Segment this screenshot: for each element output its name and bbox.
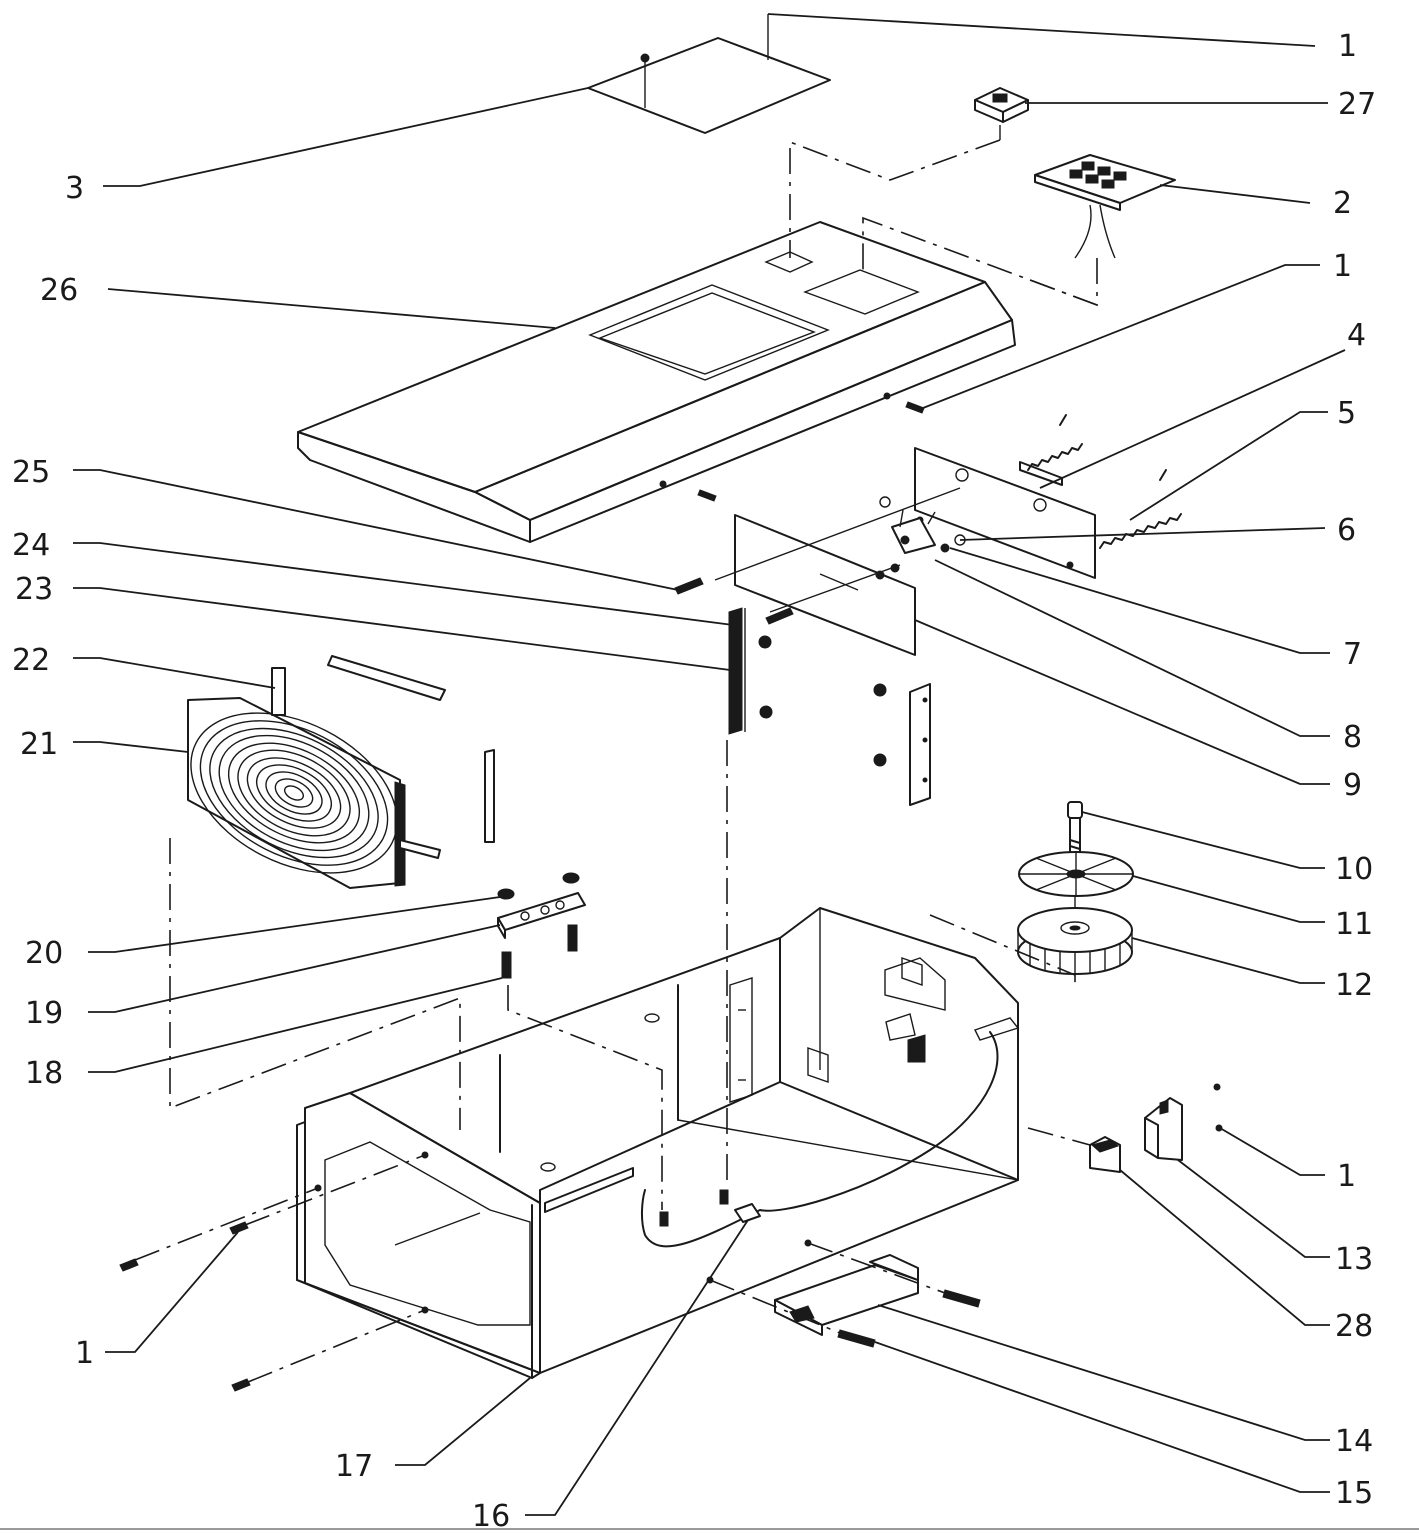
floor-pin-b [719,1189,729,1205]
callout-9: 9 [1343,768,1362,803]
callout-28: 28 [1335,1309,1373,1344]
leader-lines [73,13,1346,1516]
callout-5: 5 [1337,396,1356,431]
callout-10: 10 [1335,852,1373,887]
main-housing [296,907,1020,1379]
callout-27: 27 [1338,87,1376,122]
callout-12: 12 [1335,968,1373,1003]
foot-line-lower [709,1279,841,1334]
housing-screw-b [229,1221,249,1235]
spring-upper [1027,414,1083,471]
callout-4: 4 [1347,318,1366,353]
callout-labels: 1 27 3 2 26 1 4 5 25 6 24 23 7 22 21 8 9… [12,29,1376,1533]
hinge-assembly [497,872,586,979]
right-rail-nut-upper [873,683,887,697]
top-cover-screw-left [697,489,717,502]
callout-24: 24 [12,528,50,563]
callout-25: 25 [12,455,50,490]
screw-line-left-a [134,1187,319,1261]
callout-6: 6 [1337,513,1356,548]
clip-screw-lower [1215,1124,1223,1132]
hinge-assembly-line [507,985,663,1210]
grid-assembly-line [169,838,461,1130]
fan-assembly-line [929,914,1076,985]
foot-line-upper [807,1242,946,1294]
callout-14: 14 [1335,1424,1373,1459]
fan-disc [1018,851,1134,897]
cover-dash [1029,279,1098,306]
callout-11: 11 [1335,907,1373,942]
callout-13: 13 [1335,1242,1373,1277]
callout-8: 8 [1343,720,1362,755]
callout-1-front: 1 [75,1336,94,1371]
screw-line-left-c [247,1309,426,1383]
housing-screw-c [231,1378,251,1392]
heating-grid [187,697,406,889]
long-screw-2 [765,607,794,625]
rocker-switch [974,87,1029,140]
right-rail [909,683,931,806]
left-rail [728,607,746,735]
callout-23: 23 [15,572,53,607]
fan-impeller [1017,907,1133,975]
callout-2: 2 [1333,186,1352,221]
top-cover [297,221,1016,543]
callout-18: 18 [25,1056,63,1091]
label-plate [587,14,831,134]
bottom-divider [0,1528,1419,1530]
bracket-rod [714,487,961,581]
rail-nut-upper [758,635,772,649]
callout-26: 26 [40,273,78,308]
control-panel [1034,154,1176,259]
grid-rings [190,712,398,874]
mounting-plate [734,514,916,656]
grid-bracket-top [271,655,446,716]
housing-screw-a [119,1258,139,1272]
rail-nut-lower [759,705,773,719]
callout-22: 22 [12,643,50,678]
foot-bolt-upper [942,1289,981,1308]
callout-15: 15 [1335,1476,1373,1511]
grid-bracket-side [399,749,495,859]
callout-7: 7 [1343,637,1362,672]
callout-21: 21 [20,727,58,762]
top-cover-screw-right [905,401,925,414]
side-clip [1144,1097,1183,1161]
clip-screw-upper [1213,1083,1221,1091]
clip-assembly-line [1027,1127,1091,1146]
switch-connector-line [789,139,1001,258]
switch-block [1089,1136,1121,1173]
handle-foot [774,1254,919,1336]
floor-pin-a [659,1211,669,1227]
center-bracket [875,509,950,580]
callout-1-top: 1 [1338,29,1357,64]
bracket-rod-lower [769,564,901,613]
spring-lower [1099,469,1182,549]
callout-19: 19 [25,996,63,1031]
long-screw [674,577,704,595]
fan-bolt [1067,801,1083,871]
callout-16: 16 [472,1499,510,1533]
callout-1-cover: 1 [1333,249,1352,284]
screw-line-left-b [244,1154,426,1226]
callout-17: 17 [335,1449,373,1484]
callout-3: 3 [65,171,84,206]
foot-bolt-lower [837,1329,876,1348]
callout-20: 20 [25,936,63,971]
callout-1-side: 1 [1337,1159,1356,1194]
right-rail-nut-lower [873,753,887,767]
